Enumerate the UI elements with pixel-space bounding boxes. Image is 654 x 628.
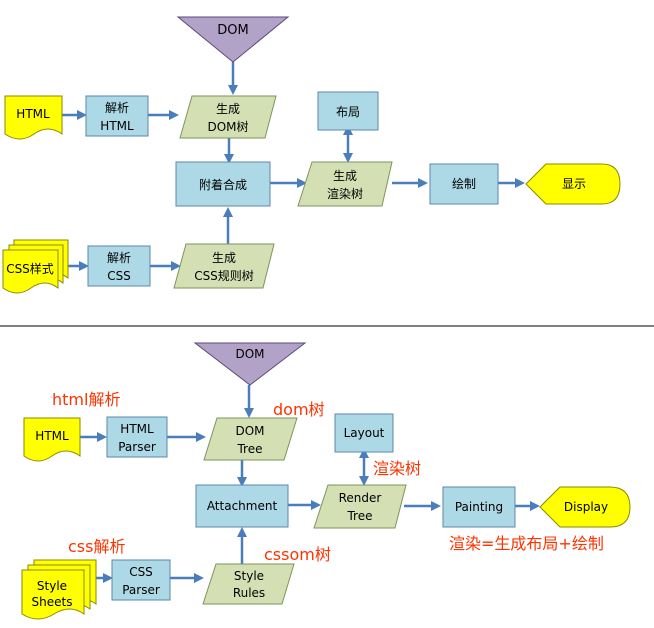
bottom-painting-box: [442, 486, 516, 528]
annotation-html-parse: html解析: [52, 390, 120, 409]
bottom-html-label: HTML: [35, 429, 69, 443]
top-display-label: 显示: [562, 177, 586, 191]
top-html-document: [4, 95, 63, 140]
top-css-doc-front: [2, 249, 59, 294]
bottom-html-parser-line1: HTML: [120, 422, 154, 436]
annotation-dom-tree: dom树: [273, 400, 325, 419]
top-dom-triangle: [176, 16, 290, 63]
bottom-sheets-line2: Sheets: [32, 595, 73, 609]
top-gen-render-shape: [297, 161, 393, 207]
bottom-attachment-box: [195, 484, 289, 528]
top-diagram: DOM HTML 解析 HTML 生成 DOM树 布局 附着合成 生成 渲染树 …: [2, 16, 621, 294]
top-html-label: HTML: [16, 107, 50, 121]
bottom-painting-label: Painting: [455, 500, 503, 514]
bottom-dom-tree-line2: Tree: [236, 442, 262, 456]
annotation-render-formula: 渲染=生成布局+绘制: [449, 534, 604, 553]
bottom-display-shape: [539, 486, 631, 528]
top-paint-box: [429, 163, 499, 205]
top-parse-html-line2: HTML: [100, 119, 134, 133]
bottom-layout-box: [334, 413, 394, 453]
top-gen-render-line2: 渲染树: [327, 186, 363, 201]
top-css-label: CSS样式: [6, 261, 54, 276]
bottom-render-tree-line2: Tree: [346, 509, 372, 523]
top-parse-html-line1: 解析: [105, 101, 129, 115]
annotations: html解析 dom树 渲染树 css解析 cssom树 渲染=生成布局+绘制: [52, 390, 604, 564]
top-parse-css-box: [87, 245, 151, 287]
bottom-dom-label: DOM: [235, 347, 264, 361]
top-gen-css-shape: [173, 243, 275, 289]
bottom-layout-label: Layout: [344, 426, 385, 440]
top-arrows: [62, 62, 525, 271]
top-gen-css-line2: CSS规则树: [194, 268, 254, 283]
top-layout-label: 布局: [336, 105, 360, 119]
bottom-dom-tree-shape: [203, 417, 298, 461]
bottom-css-parser-box: [111, 559, 171, 601]
bottom-style-rules-shape: [202, 563, 295, 605]
top-gen-dom-shape: [179, 95, 277, 139]
top-parse-html-box: [85, 95, 149, 137]
bottom-display-label: Display: [564, 500, 608, 514]
top-gen-dom-line2: DOM树: [207, 119, 248, 134]
bottom-attachment-label: Attachment: [207, 499, 278, 513]
bottom-arrows: [80, 385, 540, 583]
top-gen-dom-line1: 生成: [216, 102, 240, 116]
bottom-diagram: DOM HTML HTML Parser DOM Tree Layout Att…: [21, 342, 631, 620]
bottom-style-rules-line2: Rules: [233, 586, 265, 600]
bottom-html-document: [23, 417, 81, 462]
top-layout-box: [317, 91, 379, 131]
bottom-html-parser-box: [106, 416, 168, 458]
bottom-html-parser-line2: Parser: [118, 440, 156, 454]
bottom-sheets-doc-front: [21, 569, 85, 620]
top-gen-css-line1: 生成: [212, 251, 236, 265]
top-parse-css-line2: CSS: [107, 269, 131, 283]
top-gen-render-line1: 生成: [333, 169, 357, 183]
bottom-dom-triangle: [193, 342, 307, 386]
bottom-dom-tree-line1: DOM: [235, 424, 264, 438]
annotation-css-parse: css解析: [68, 537, 125, 556]
bottom-sheets-line1: Style: [37, 579, 67, 593]
top-dom-label: DOM: [217, 23, 248, 38]
bottom-render-tree-line1: Render: [339, 491, 382, 505]
top-attach-box: [175, 161, 271, 207]
top-paint-label: 绘制: [452, 176, 476, 191]
annotation-render-tree: 渲染树: [373, 459, 421, 478]
bottom-render-tree-shape: [313, 484, 407, 529]
annotation-cssom-tree: cssom树: [264, 545, 331, 564]
top-parse-css-line1: 解析: [107, 251, 131, 265]
top-attach-label: 附着合成: [199, 177, 247, 192]
bottom-css-parser-line1: CSS: [129, 565, 153, 579]
bottom-css-parser-line2: Parser: [122, 583, 160, 597]
top-display-shape: [525, 163, 621, 205]
bottom-style-rules-line1: Style: [234, 569, 264, 583]
